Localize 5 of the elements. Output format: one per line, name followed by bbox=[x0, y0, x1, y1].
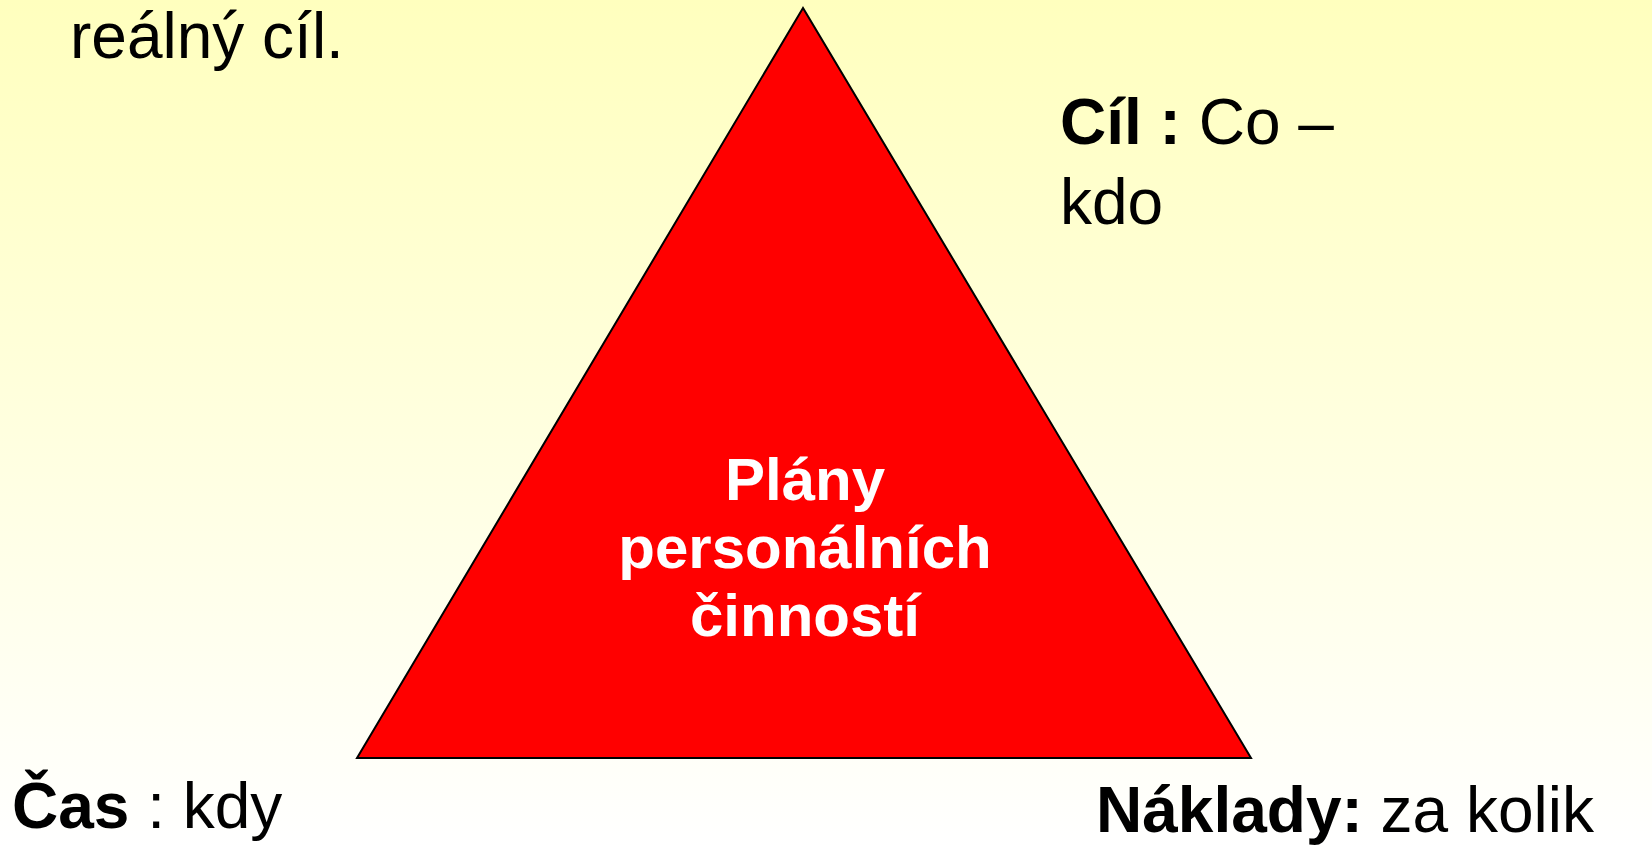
heading-text: reálný cíl. bbox=[70, 0, 345, 74]
cost-label: Náklady: za kolik bbox=[1096, 773, 1595, 848]
goal-label: Cíl : Co – kdo bbox=[1060, 85, 1335, 240]
node-text: Plány personálních činností bbox=[617, 446, 993, 650]
time-label: Čas : kdy bbox=[12, 768, 284, 844]
